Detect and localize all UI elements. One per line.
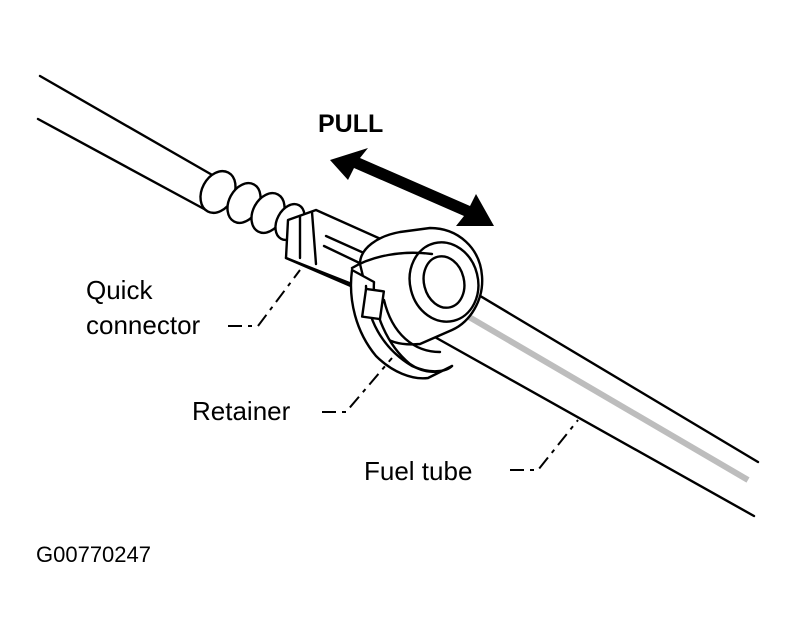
retainer-ring xyxy=(349,226,484,380)
retainer-leader xyxy=(322,357,393,413)
pull-label: PULL xyxy=(318,110,383,138)
quick-connector-label-line1: Quick xyxy=(86,275,153,305)
retainer-label: Retainer xyxy=(192,396,291,426)
fuel-tube-leader xyxy=(510,419,579,471)
pull-arrow-icon xyxy=(330,148,494,226)
quick-connector-leader xyxy=(228,269,301,327)
fuel-tube-label: Fuel tube xyxy=(364,456,472,486)
figure-code: G00770247 xyxy=(36,542,151,567)
quick-connector-label-line2: connector xyxy=(86,310,201,340)
upstream-hose xyxy=(36,74,216,212)
